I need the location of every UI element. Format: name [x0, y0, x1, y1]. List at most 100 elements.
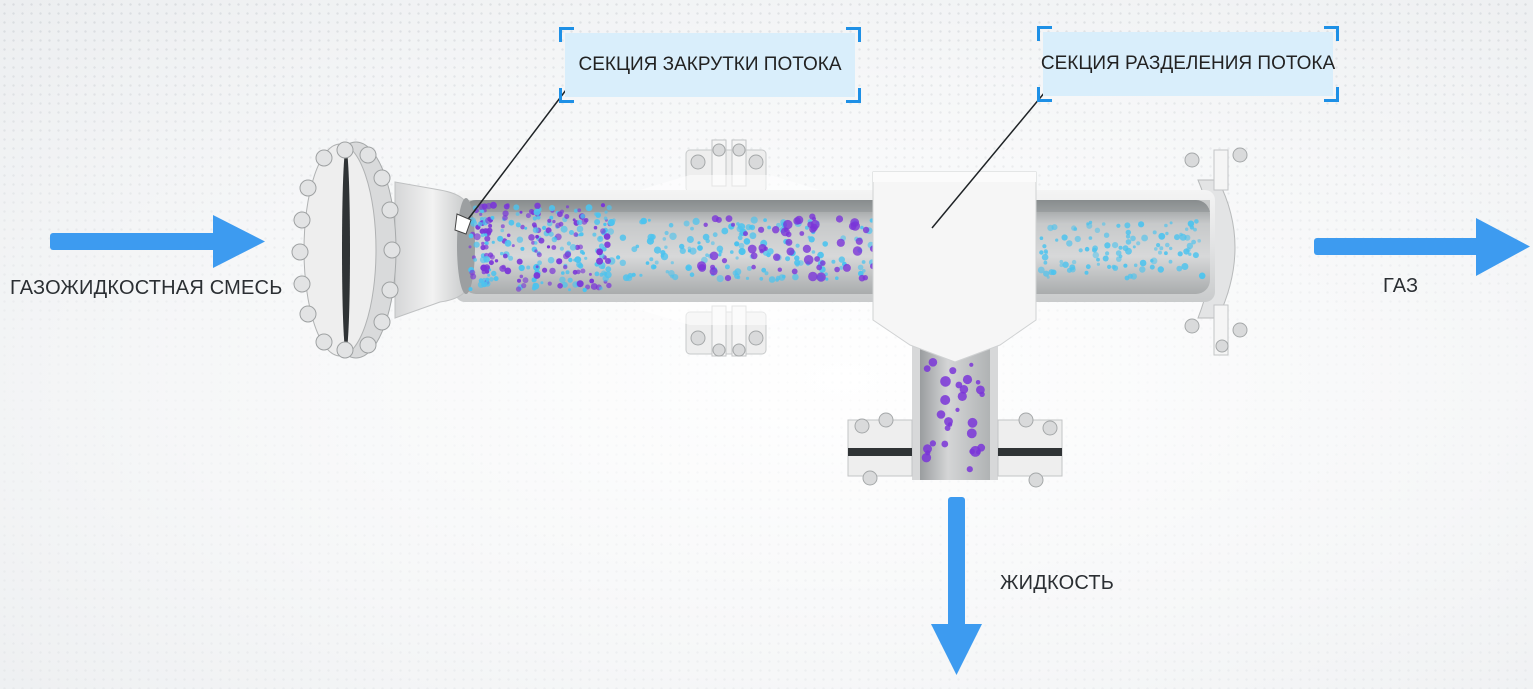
- particle: [975, 380, 981, 385]
- particle: [606, 205, 612, 211]
- particle: [593, 225, 598, 230]
- particle: [479, 217, 484, 221]
- particle: [759, 249, 764, 254]
- particle: [487, 273, 491, 277]
- particle: [559, 246, 565, 251]
- particle: [777, 267, 782, 272]
- particle: [1138, 221, 1145, 228]
- particle: [936, 410, 946, 419]
- particle: [977, 443, 986, 452]
- particle: [473, 258, 477, 262]
- particle: [791, 268, 798, 275]
- particle: [686, 236, 694, 243]
- particle: [1156, 243, 1161, 248]
- particle: [1041, 253, 1049, 261]
- particle: [520, 224, 525, 230]
- particle: [568, 288, 571, 292]
- particle: [1122, 245, 1129, 252]
- particle: [816, 272, 826, 282]
- particle: [966, 428, 977, 439]
- particle: [689, 272, 695, 278]
- particle: [745, 276, 750, 280]
- particle: [1150, 259, 1154, 263]
- particle: [767, 225, 771, 230]
- particle: [524, 226, 528, 230]
- particle: [730, 250, 734, 254]
- particle: [725, 215, 733, 223]
- particle: [631, 246, 638, 253]
- particle: [768, 276, 776, 283]
- particle: [584, 256, 588, 260]
- particle: [1191, 239, 1196, 245]
- particle: [1130, 235, 1136, 242]
- corner-mark: [1037, 87, 1052, 102]
- particle: [581, 218, 588, 225]
- particle: [1084, 270, 1089, 275]
- particle: [650, 264, 657, 270]
- particle: [1103, 232, 1110, 238]
- particle: [1192, 252, 1199, 259]
- liquid-outlet-arrow: [931, 497, 982, 675]
- particle: [690, 226, 694, 231]
- particle: [811, 250, 816, 254]
- particle: [535, 234, 539, 239]
- particle: [606, 282, 612, 289]
- particle: [551, 236, 558, 243]
- particle: [588, 272, 592, 276]
- particle: [578, 244, 583, 250]
- particle: [672, 274, 679, 281]
- particle: [738, 242, 745, 249]
- particle: [758, 226, 765, 233]
- corner-mark: [1324, 26, 1339, 41]
- particle: [705, 253, 709, 257]
- particle: [785, 238, 793, 246]
- particle: [484, 233, 488, 237]
- particle: [508, 255, 514, 261]
- particle: [940, 395, 951, 405]
- particle: [532, 216, 537, 221]
- particle: [508, 219, 515, 226]
- particle: [485, 202, 492, 210]
- particle: [561, 271, 565, 275]
- particle: [515, 212, 520, 216]
- particle: [1139, 266, 1146, 273]
- particle: [549, 267, 556, 275]
- particle: [967, 417, 978, 428]
- particle: [761, 267, 767, 273]
- particle: [786, 247, 795, 256]
- particle: [1102, 255, 1109, 262]
- particle: [486, 227, 493, 234]
- particle: [715, 216, 722, 223]
- particle: [1043, 260, 1048, 265]
- particle: [1198, 272, 1206, 280]
- particle: [669, 232, 677, 240]
- particle: [1094, 227, 1101, 233]
- particle: [737, 235, 743, 241]
- particle: [504, 239, 512, 247]
- particle: [533, 208, 541, 216]
- particle: [485, 241, 489, 246]
- particle: [842, 263, 851, 272]
- particle: [1133, 263, 1138, 268]
- particle: [1188, 252, 1192, 256]
- particle: [484, 269, 490, 274]
- particle: [1092, 251, 1100, 259]
- particle: [1078, 248, 1083, 253]
- particle: [1096, 262, 1100, 266]
- particle: [959, 385, 969, 394]
- particle: [810, 223, 818, 232]
- particle: [478, 203, 485, 210]
- particle: [664, 245, 668, 249]
- particle: [1104, 242, 1111, 249]
- particle: [485, 217, 492, 225]
- swirl-section-callout: СЕКЦИЯ ЗАКРУТКИ ПОТОКА: [559, 27, 861, 103]
- particle: [600, 203, 606, 208]
- particle: [563, 264, 568, 270]
- particle: [955, 407, 960, 412]
- particle: [522, 277, 529, 284]
- particle: [565, 205, 570, 209]
- particle: [582, 287, 587, 293]
- particle: [941, 440, 949, 448]
- particle: [664, 230, 669, 236]
- particle: [825, 277, 829, 281]
